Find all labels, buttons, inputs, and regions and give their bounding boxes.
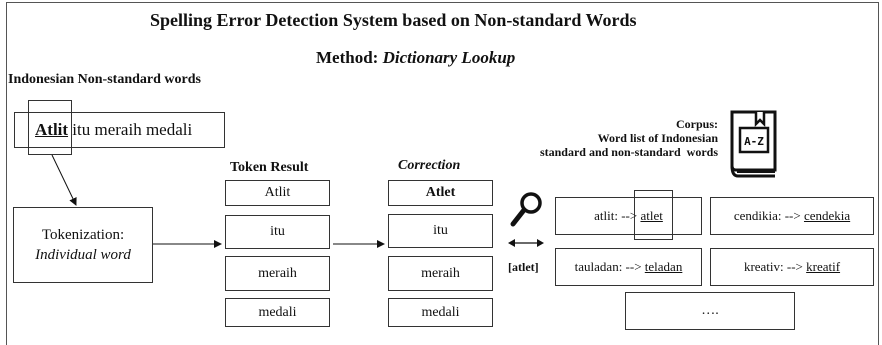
arrow-input-to-tokenization (51, 154, 77, 206)
dictionary-entry: atlit: --> atlet (555, 197, 702, 235)
entry-wrong-word: kreativ: --> (743, 259, 807, 274)
entry-correct-word: teladan (644, 259, 683, 274)
input-rest-text: itu meraih medali (68, 120, 193, 139)
dictionary-entry: kreativ: --> kreatif (710, 248, 874, 286)
correction-box: medali (388, 298, 493, 327)
input-section-label: Indonesian Non-standard words (8, 72, 201, 87)
corpus-desc-line2: standard and non-standard words (539, 145, 718, 159)
dictionary-entry: tauladan: --> teladan (555, 248, 702, 286)
dictionary-more-box: …. (625, 292, 795, 330)
diagram-title: Spelling Error Detection System based on… (150, 10, 637, 30)
book-label: A-Z (744, 135, 764, 148)
corpus-title: Corpus: (675, 117, 718, 131)
corpus-label: Corpus: Word list of Indonesian standard… (500, 117, 718, 159)
entry-correct-word: atlet (640, 208, 663, 223)
entry-correct-word: cendekia (803, 208, 851, 223)
method-prefix: Method: (316, 48, 383, 67)
correction-heading: Correction (398, 158, 461, 173)
search-icon (510, 192, 542, 227)
bidirectional-arrow (508, 239, 544, 247)
token-result-box: medali (225, 298, 330, 327)
entry-match-marker (634, 190, 673, 240)
input-highlight-marker (28, 100, 72, 155)
input-highlight-word: Atlit (35, 120, 69, 139)
method-name: Dictionary Lookup (382, 48, 516, 67)
token-result-heading: Token Result (230, 160, 309, 175)
tokenization-label: Tokenization: (41, 227, 125, 243)
correction-box: Atlet (388, 180, 493, 206)
tokenization-sublabel: Individual word (35, 247, 131, 263)
token-result-box: Atlit (225, 180, 330, 206)
entry-wrong-word: tauladan: --> (574, 259, 645, 274)
entry-wrong-word: atlit: --> (594, 208, 641, 223)
correction-box: meraih (388, 256, 493, 291)
lookup-query-label: [atlet] (508, 260, 539, 274)
token-result-box: itu (225, 215, 330, 249)
correction-box: itu (388, 214, 493, 248)
input-sentence-box: Atlit itu meraih medali (14, 112, 225, 148)
entry-wrong-word: cendikia: --> (733, 208, 804, 223)
entry-correct-word: kreatif (806, 259, 841, 274)
tokenization-box: Tokenization: Individual word (13, 207, 153, 283)
method-label: Method: Dictionary Lookup (316, 48, 515, 68)
token-result-box: meraih (225, 256, 330, 291)
dictionary-book-icon: A-Z (730, 110, 777, 178)
corpus-desc-line1: Word list of Indonesian (597, 131, 718, 145)
diagram-frame (6, 2, 879, 345)
dictionary-entry: cendikia: --> cendekia (710, 197, 874, 235)
